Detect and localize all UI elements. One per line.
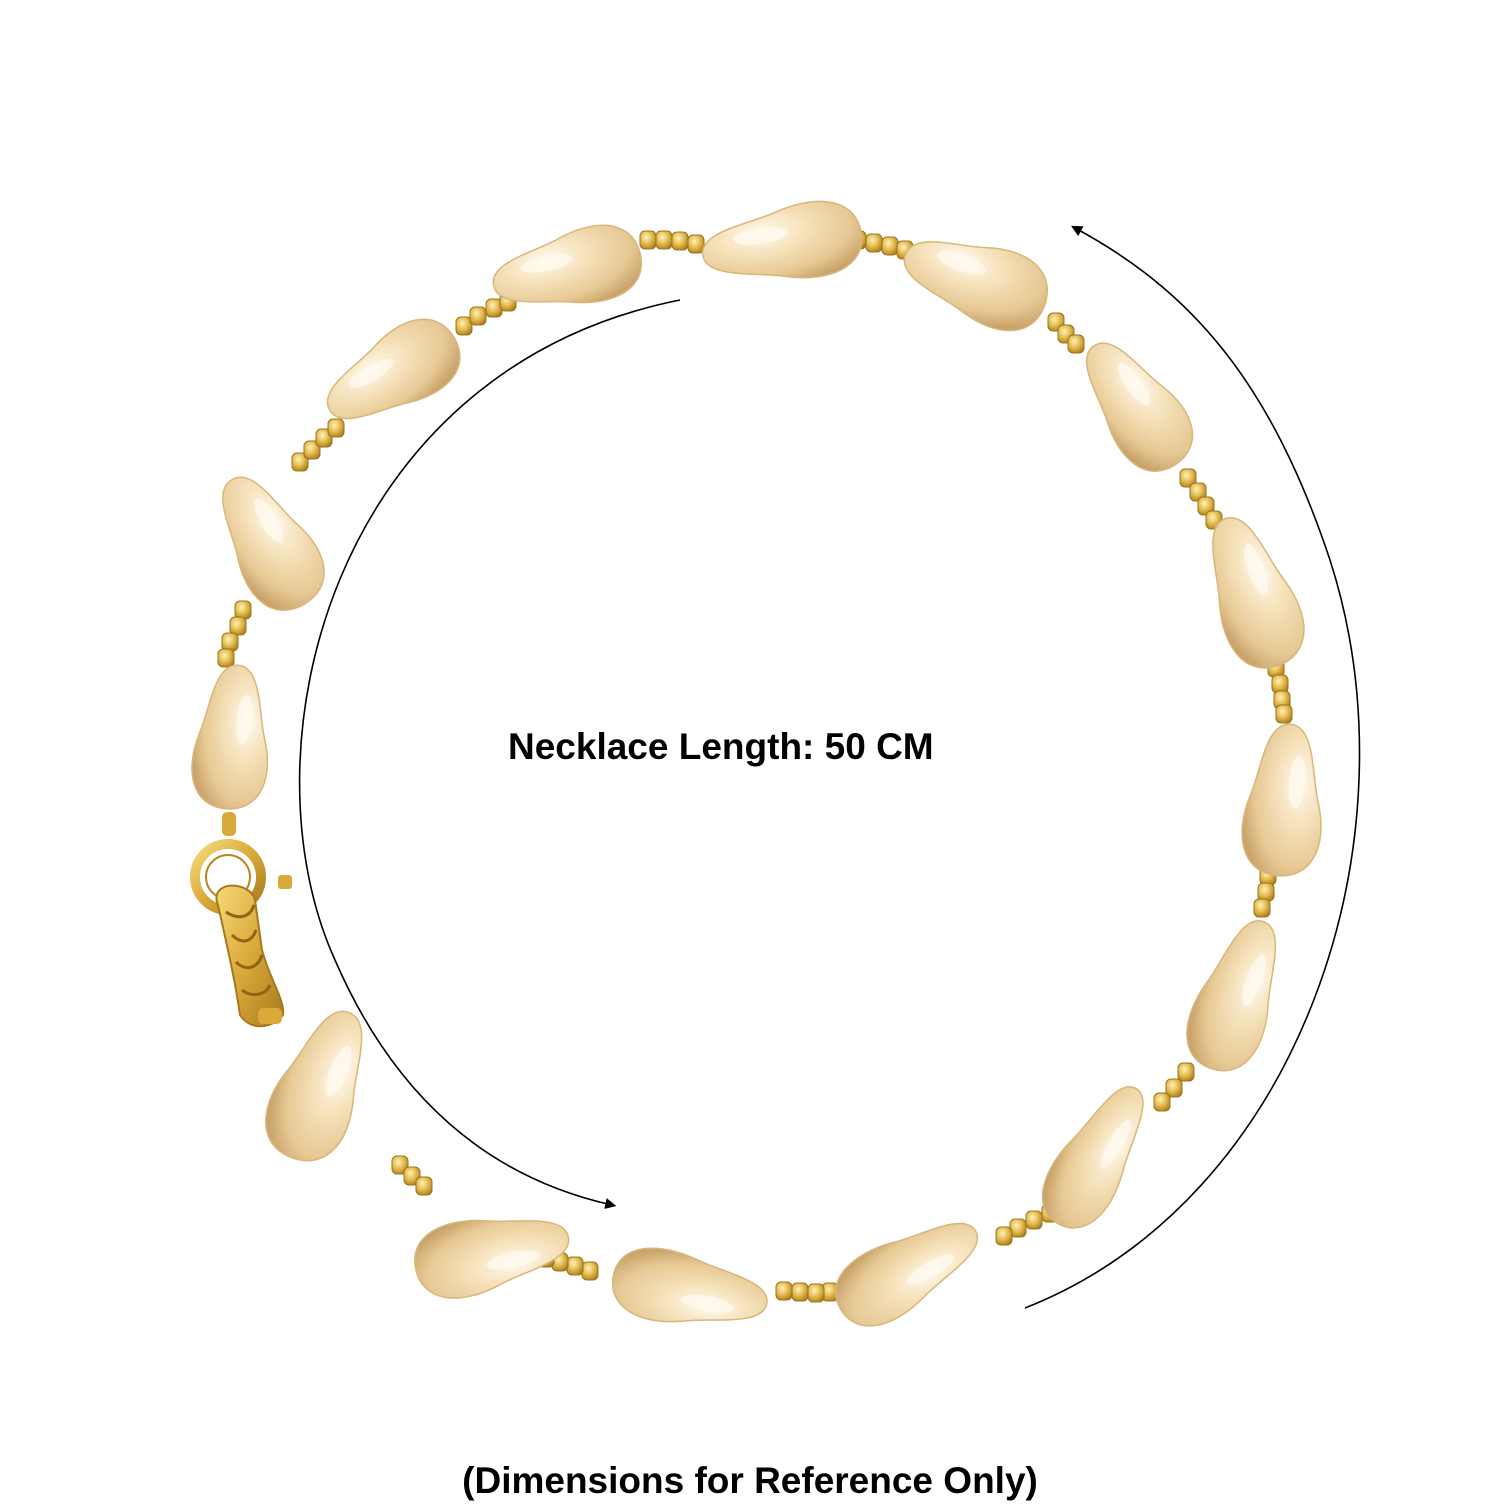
baroque-pearls bbox=[191, 200, 1322, 1327]
gold-bead bbox=[1025, 1210, 1043, 1230]
pearl bbox=[611, 1247, 768, 1323]
gold-bead bbox=[775, 1281, 793, 1301]
pearl bbox=[1085, 342, 1194, 472]
pearl bbox=[834, 1222, 979, 1327]
right-curved-arrow-icon bbox=[1024, 225, 1361, 1309]
gold-bead bbox=[1165, 1078, 1183, 1098]
gold-bead bbox=[1257, 882, 1275, 902]
gold-bead bbox=[469, 306, 487, 326]
pearl bbox=[903, 241, 1049, 332]
dimensions-disclaimer: (Dimensions for Reference Only) bbox=[462, 1460, 1038, 1501]
gold-bead bbox=[303, 440, 321, 460]
gold-bead bbox=[791, 1282, 809, 1302]
left-curved-arrow-icon bbox=[298, 299, 681, 1209]
pearl bbox=[191, 664, 269, 810]
gold-bead bbox=[415, 1176, 433, 1196]
clasp-icon bbox=[190, 812, 292, 1028]
gold-bead bbox=[881, 236, 899, 256]
gold-bead bbox=[1275, 704, 1293, 724]
pearl bbox=[1186, 920, 1277, 1072]
gold-bead bbox=[807, 1283, 825, 1303]
gold-bead bbox=[391, 1155, 409, 1175]
gold-bead bbox=[327, 418, 345, 438]
gold-bead bbox=[639, 230, 657, 250]
gold-bead bbox=[566, 1256, 584, 1276]
gold-bead bbox=[221, 632, 239, 652]
gold-bead bbox=[995, 1226, 1013, 1246]
pearl bbox=[222, 476, 325, 611]
pearl bbox=[702, 200, 863, 279]
gold-bead bbox=[1253, 898, 1271, 918]
gold-bead bbox=[865, 233, 883, 253]
gold-bead bbox=[1271, 674, 1289, 694]
pearl bbox=[326, 318, 461, 420]
gold-bead bbox=[455, 316, 473, 336]
gold-bead bbox=[1153, 1092, 1171, 1112]
gold-bead bbox=[1179, 468, 1197, 488]
gold-bead bbox=[655, 230, 673, 250]
gold-bead bbox=[1177, 1062, 1195, 1082]
gold-bead bbox=[581, 1261, 599, 1281]
gold-bead bbox=[229, 616, 247, 636]
pearl bbox=[414, 1219, 570, 1299]
gold-bead bbox=[234, 600, 252, 620]
pearl bbox=[1041, 1086, 1144, 1229]
gold-bead bbox=[291, 452, 309, 472]
pearl bbox=[265, 1010, 363, 1162]
gold-bead bbox=[687, 234, 705, 254]
gold-bead bbox=[1067, 334, 1085, 354]
necklace-length-label: Necklace Length: 50 CM bbox=[508, 726, 934, 767]
pearl bbox=[1212, 516, 1305, 669]
pearl bbox=[1241, 723, 1322, 877]
gold-bead bbox=[671, 231, 689, 251]
gold-bead bbox=[217, 648, 235, 668]
